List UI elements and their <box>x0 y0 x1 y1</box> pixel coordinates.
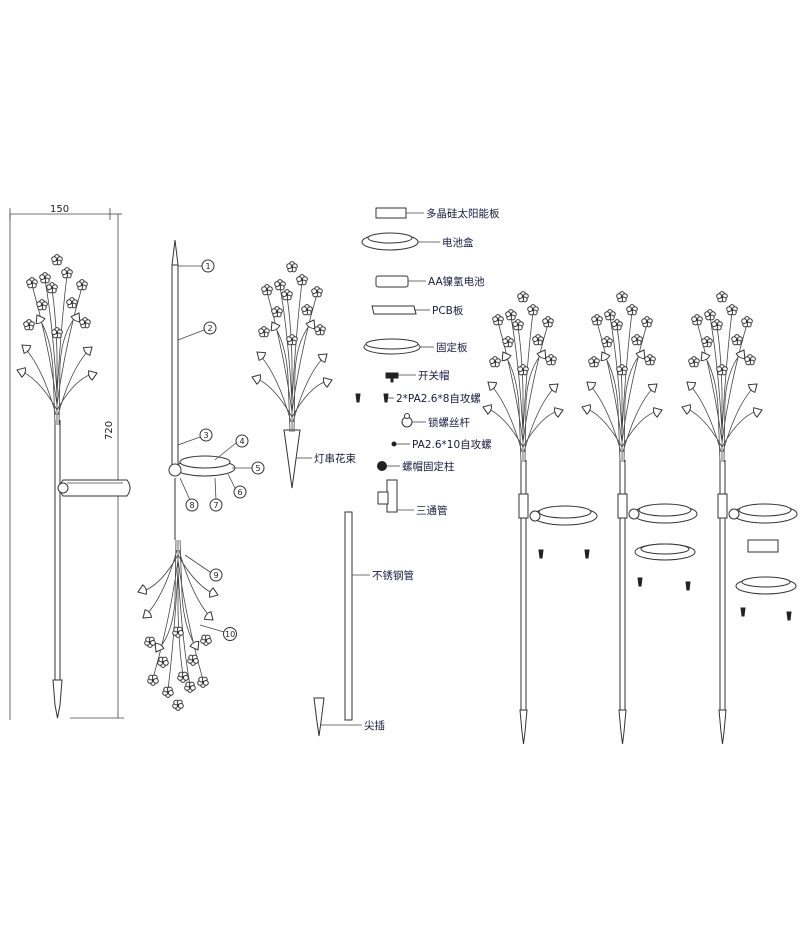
part-lock-screw-rod: 锁螺丝杆 <box>428 416 470 429</box>
callout-4: 4 <box>240 437 245 446</box>
label-flower-bunch: 灯串花束 <box>314 452 356 465</box>
height-dimension: 720 <box>104 421 115 440</box>
part-aa-battery: AA镍氢电池 <box>428 275 485 288</box>
callout-8: 8 <box>190 501 195 510</box>
parts-list: 多晶硅太阳能板 电池盒 AA镍氢电池 PCB板 固定板 开关帽 2*PA2.6*… <box>313 207 500 737</box>
part-switch-cap: 开关帽 <box>418 369 450 382</box>
label-steel-tube: 不锈钢管 <box>372 569 414 582</box>
assembly-stage-3 <box>680 292 798 745</box>
callout-view: 1 2 3 4 5 6 7 8 9 10 <box>136 239 265 710</box>
width-dimension: 150 <box>50 204 69 215</box>
callout-9: 9 <box>214 571 219 580</box>
part-fixing-plate: 固定板 <box>436 341 468 354</box>
part-battery-box: 电池盒 <box>442 236 474 249</box>
callout-10: 10 <box>225 630 235 639</box>
part-screws-pa26x8: 2*PA2.6*8自攻螺 <box>396 392 481 405</box>
callout-5: 5 <box>256 464 261 473</box>
part-pcb-board: PCB板 <box>432 304 464 317</box>
flower-bunch-part: 灯串花束 <box>250 262 356 489</box>
callout-3: 3 <box>204 431 209 440</box>
callout-6: 6 <box>238 488 243 497</box>
assembly-stage-2 <box>580 292 698 745</box>
part-tee-pipe: 三通管 <box>416 504 448 517</box>
label-spike: 尖插 <box>364 719 385 732</box>
part-screw-pa26x10: PA2.6*10自攻螺 <box>412 438 492 451</box>
callout-2: 2 <box>208 324 213 333</box>
callout-markers: 1 2 3 4 5 6 7 8 9 10 <box>185 259 265 641</box>
callout-7: 7 <box>214 501 219 510</box>
part-nut-fixing-post: 螺帽固定柱 <box>402 460 455 473</box>
part-solar-panel: 多晶硅太阳能板 <box>426 207 500 220</box>
assembly-stage-1 <box>481 292 598 745</box>
dimensioned-view: 150 720 <box>9 204 131 720</box>
callout-1: 1 <box>206 262 211 271</box>
